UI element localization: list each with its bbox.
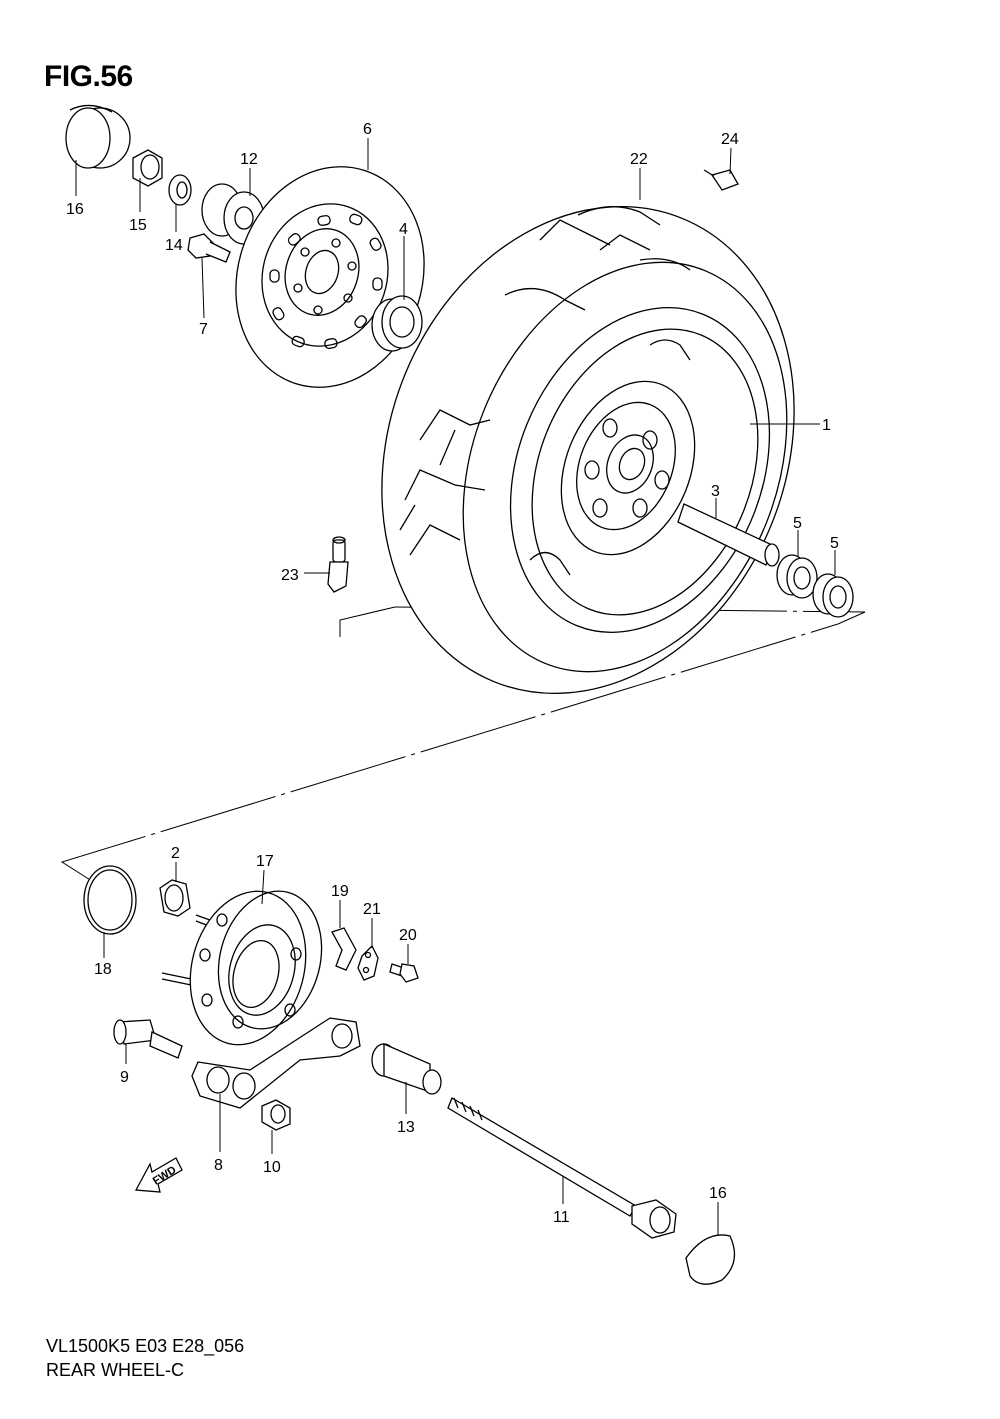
callout-8: 8	[214, 1157, 223, 1174]
part-16-cap-bottom	[685, 1234, 736, 1285]
part-3-collar	[677, 503, 780, 567]
callout-21: 21	[363, 901, 381, 918]
callout-14: 14	[165, 237, 183, 254]
part-5-bearing-b	[812, 573, 854, 618]
callout-10: 10	[263, 1159, 281, 1176]
part-14-washer	[168, 174, 192, 206]
callout-17: 17	[256, 853, 274, 870]
model-code: VL1500K5 E03 E28_056	[46, 1336, 245, 1356]
callout-6: 6	[363, 121, 372, 138]
part-16-cover-top	[65, 104, 131, 169]
callout-23: 23	[281, 567, 299, 584]
part-5-bearing-a	[776, 554, 818, 599]
part-21-plate	[357, 944, 379, 981]
callout-16-bottom: 16	[709, 1185, 727, 1202]
part-19-damper	[331, 927, 357, 971]
part-10-nut	[261, 1099, 291, 1131]
figure-caption: REAR WHEEL-C	[46, 1360, 185, 1380]
part-8-torque-link	[191, 1017, 361, 1109]
callout-12: 12	[240, 151, 258, 168]
part-13-spacer	[371, 1043, 442, 1095]
part-23-valve	[327, 536, 349, 593]
leader-lines	[75, 138, 836, 1236]
figure-title: FIG.56	[44, 60, 133, 93]
callout-labels: 16 15 14 12 7 6 4 22 24 1 3 5 5 23 2 17 …	[66, 121, 839, 1226]
callout-9: 9	[120, 1069, 129, 1086]
part-20-screw	[389, 963, 419, 983]
callout-11: 11	[553, 1209, 570, 1226]
callout-16-top: 16	[66, 201, 84, 218]
callout-5b: 5	[830, 535, 839, 552]
part-11-axle	[447, 1097, 677, 1239]
part-4-bearing	[371, 295, 423, 352]
part-17-drive-hub	[161, 890, 323, 1046]
part-2-bearing	[159, 879, 191, 917]
callout-1: 1	[822, 417, 831, 434]
part-9-stud	[113, 1019, 183, 1059]
callout-2: 2	[171, 845, 180, 862]
part-24-clip	[703, 169, 739, 191]
callout-13: 13	[397, 1119, 415, 1136]
callout-20: 20	[399, 927, 417, 944]
callout-7: 7	[199, 321, 208, 338]
part-18-o-ring	[83, 865, 137, 935]
callout-22: 22	[630, 151, 648, 168]
callout-18: 18	[94, 961, 112, 978]
part-15-nut	[132, 149, 163, 187]
callout-5a: 5	[793, 515, 802, 532]
callout-15: 15	[129, 217, 147, 234]
part-1-wheel	[509, 307, 771, 633]
part-7-bolt	[187, 233, 231, 263]
fwd-arrow-icon: FWD	[134, 1157, 183, 1193]
callout-24: 24	[721, 131, 739, 148]
callout-3: 3	[711, 483, 720, 500]
callout-19: 19	[331, 883, 349, 900]
callout-4: 4	[399, 221, 408, 238]
